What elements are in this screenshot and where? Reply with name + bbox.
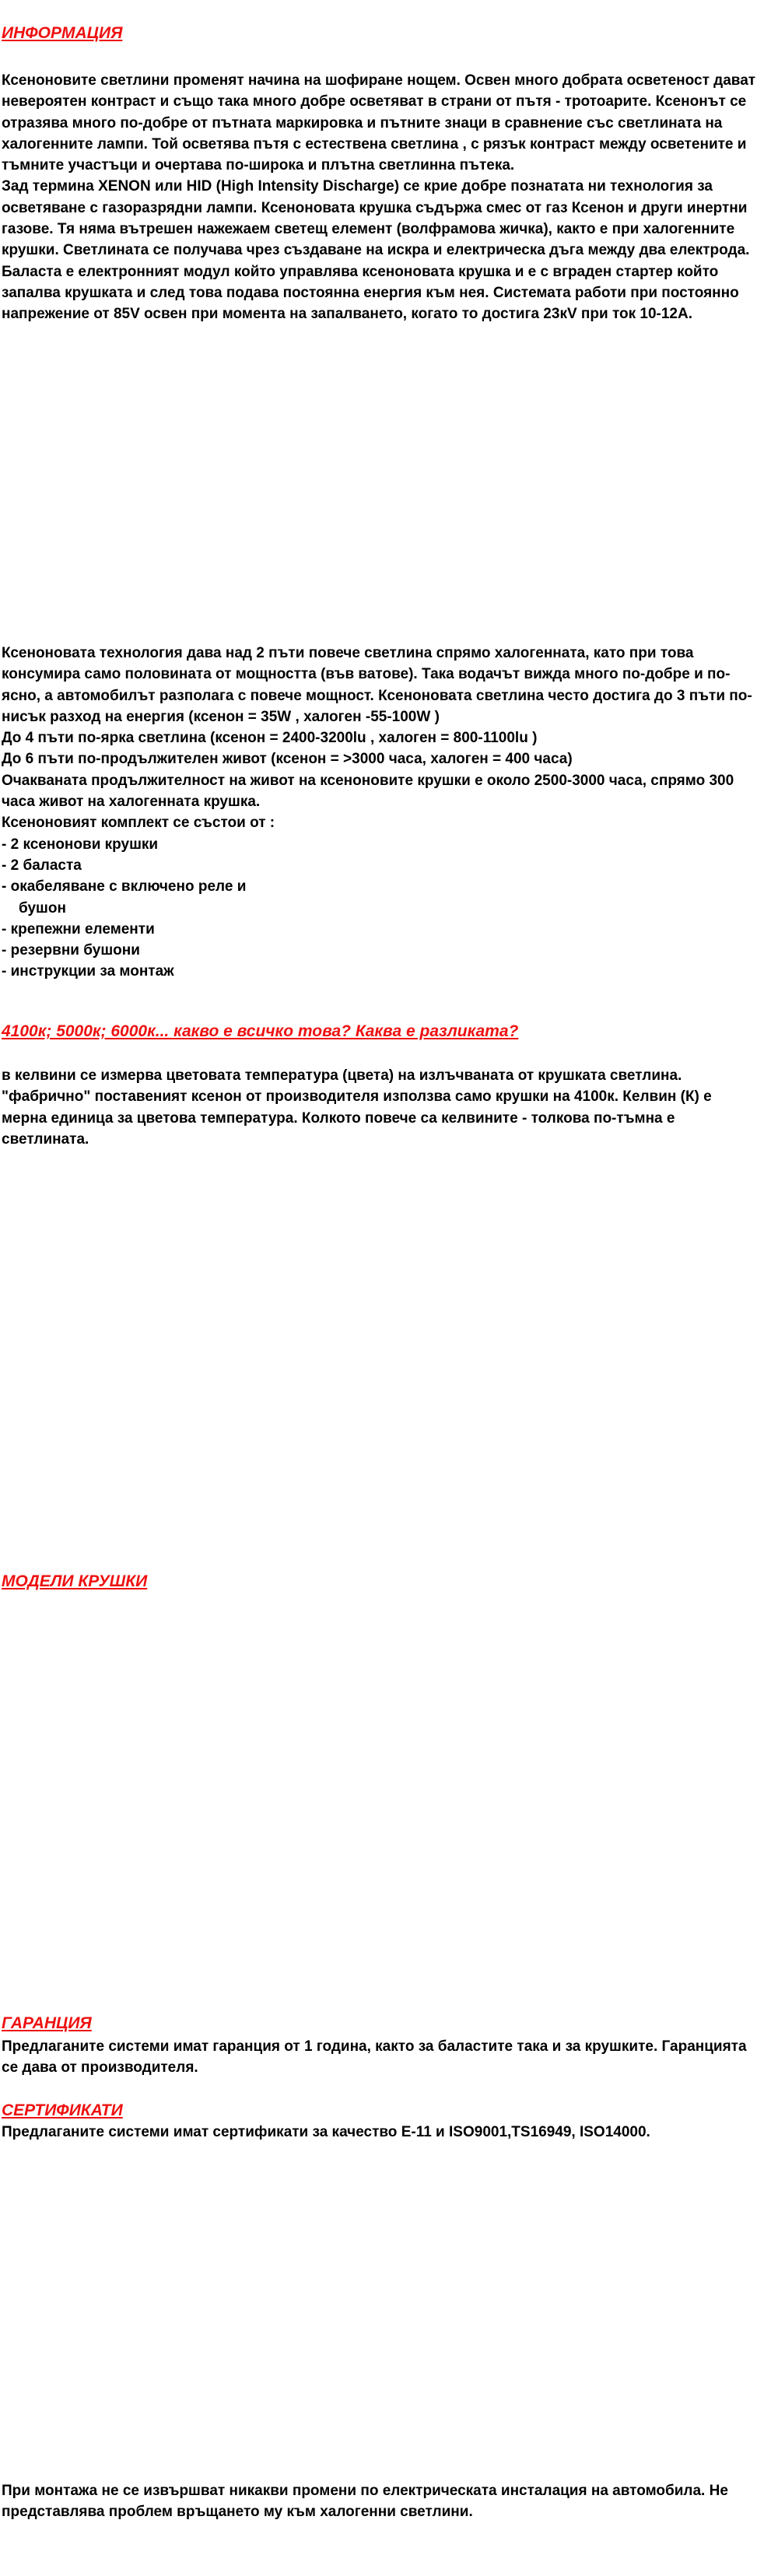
kelvin-paragraph: в келвини се измерва цветовата температу…: [2, 1067, 712, 1148]
kit-item: - 2 ксенонови крушки: [2, 836, 159, 853]
certificates-paragraph: Предлаганите системи имат сертификати за…: [2, 2124, 650, 2140]
heading-warranty: ГАРАНЦИЯ: [2, 2014, 92, 2032]
warranty-paragraph: Предлаганите системи имат гаранция от 1 …: [2, 2038, 747, 2077]
technology-line: Ксеноновата технология дава над 2 пъти п…: [2, 645, 752, 725]
kit-item-continued: бушон: [19, 899, 66, 916]
technology-line: Ксеноновият комплект се състои от :: [2, 815, 275, 832]
info-paragraph-2: Зад термина XENON или HID (High Intensit…: [2, 178, 750, 323]
kelvin-text-block: в келвини се измерва цветовата температу…: [2, 1065, 761, 1150]
warranty-text-block: Предлаганите системи имат гаранция от 1 …: [2, 2036, 761, 2079]
kit-item: - инструкции за монтаж: [2, 963, 174, 980]
info-paragraph-1: Ксеноновите светлини променят начина на …: [2, 72, 756, 174]
heading-models: МОДЕЛИ КРУШКИ: [2, 1572, 148, 1590]
footer-paragraph: При монтажа не се извършват никакви пром…: [2, 2483, 728, 2521]
heading-certificates: СЕРТИФИКАТИ: [2, 2101, 123, 2119]
technology-line: Очакваната продължителност на живот на к…: [2, 772, 734, 811]
certificates-text-block: Предлаганите системи имат сертификати за…: [2, 2122, 761, 2143]
info-text-block: Ксеноновите светлини променят начина на …: [2, 70, 761, 325]
kit-item: - резервни бушони: [2, 942, 140, 959]
technology-text-block: Ксеноновата технология дава над 2 пъти п…: [2, 643, 761, 983]
kit-item: - окабеляване с включено реле и: [2, 878, 247, 895]
technology-line: До 6 пъти по-продължителен живот (ксенон…: [2, 751, 573, 768]
footer-text-block: При монтажа не се извършват никакви пром…: [2, 2480, 761, 2523]
heading-info: ИНФОРМАЦИЯ: [2, 24, 123, 42]
technology-line: До 4 пъти по-ярка светлина (ксенон = 240…: [2, 730, 538, 747]
kit-item: - 2 баласта: [2, 857, 82, 874]
heading-kelvin: 4100к; 5000к; 6000к... какво е всичко то…: [2, 1022, 519, 1040]
kit-item: - крепежни елементи: [2, 920, 155, 938]
